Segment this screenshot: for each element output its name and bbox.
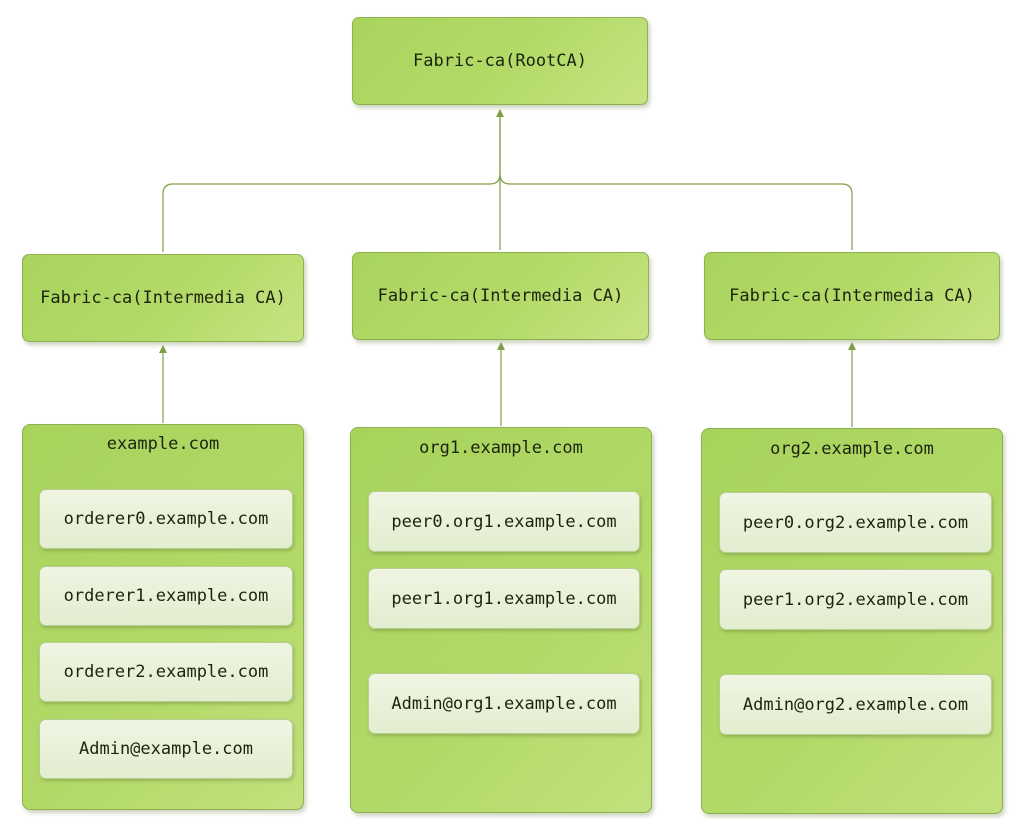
- member-node: peer0.org2.example.com: [719, 492, 992, 553]
- intermediate-ca-node-example: Fabric-ca(Intermedia CA): [22, 254, 304, 342]
- member-node: orderer1.example.com: [39, 566, 293, 626]
- root-ca-label: Fabric-ca(RootCA): [413, 51, 587, 71]
- member-node: peer1.org1.example.com: [368, 568, 640, 629]
- member-label: orderer1.example.com: [63, 586, 269, 606]
- org-group-org2: org2.example.com peer0.org2.example.com …: [701, 428, 1003, 814]
- member-label: peer0.org1.example.com: [391, 511, 617, 532]
- org-group-title: org1.example.com: [419, 438, 583, 458]
- intermediate-ca-node-org2: Fabric-ca(Intermedia CA): [704, 252, 1000, 340]
- root-ca-node: Fabric-ca(RootCA): [352, 17, 648, 105]
- org-group-title: example.com: [106, 434, 220, 454]
- member-node: peer0.org1.example.com: [368, 491, 640, 552]
- member-node: peer1.org2.example.com: [719, 569, 992, 630]
- member-node: Admin@org1.example.com: [368, 673, 640, 734]
- member-label: Admin@org1.example.com: [391, 693, 617, 714]
- connector-right-to-root: [499, 173, 853, 250]
- connector-left-to-root: [162, 109, 504, 252]
- intermediate-ca-label: Fabric-ca(Intermedia CA): [377, 286, 624, 306]
- member-label: peer1.org2.example.com: [742, 589, 969, 610]
- org-group-example: example.com orderer0.example.com orderer…: [22, 424, 304, 810]
- member-label: orderer0.example.com: [63, 509, 269, 529]
- member-label: orderer2.example.com: [63, 662, 269, 682]
- member-node: orderer0.example.com: [39, 489, 293, 549]
- intermediate-ca-label: Fabric-ca(Intermedia CA): [729, 286, 975, 306]
- member-node: orderer2.example.com: [39, 642, 293, 702]
- org-group-title: org2.example.com: [770, 439, 934, 459]
- member-label: peer1.org1.example.com: [391, 588, 617, 609]
- intermediate-ca-node-org1: Fabric-ca(Intermedia CA): [352, 252, 649, 340]
- member-label: Admin@org2.example.com: [742, 694, 969, 715]
- member-node: Admin@example.com: [39, 719, 293, 779]
- member-label: Admin@example.com: [79, 739, 253, 759]
- org-group-org1: org1.example.com peer0.org1.example.com …: [350, 427, 652, 813]
- intermediate-ca-label: Fabric-ca(Intermedia CA): [40, 288, 286, 308]
- member-node: Admin@org2.example.com: [719, 674, 992, 735]
- member-label: peer0.org2.example.com: [742, 512, 969, 533]
